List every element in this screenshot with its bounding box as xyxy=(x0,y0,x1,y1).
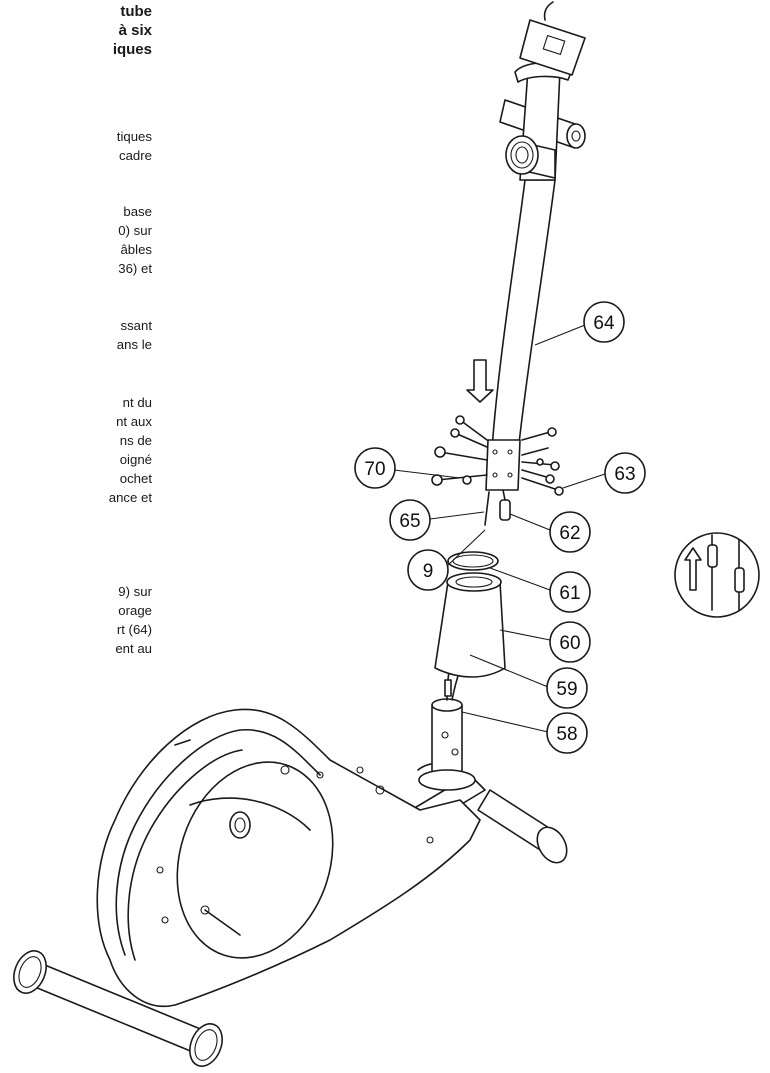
cable-connection-detail xyxy=(674,532,760,618)
cover-60 xyxy=(434,572,506,678)
text-line: orage xyxy=(118,603,152,618)
text-line: ochet xyxy=(119,471,152,486)
heading-line: tube xyxy=(120,3,152,20)
text-line: ssant xyxy=(120,318,152,333)
text-line: rt (64) xyxy=(116,622,152,637)
callout-label: 62 xyxy=(559,523,580,544)
text-line: oigné xyxy=(119,452,152,467)
text-line: ance et xyxy=(108,490,152,505)
callout-61: 61 xyxy=(489,567,591,613)
instruction-paragraph-4: nt du nt aux ns de oigné ochet ance et xyxy=(0,393,152,507)
upright-tube-64 xyxy=(485,1,586,491)
callout-65: 65 xyxy=(389,499,485,541)
down-arrow-icon xyxy=(466,359,494,403)
text-line: nt aux xyxy=(116,414,152,429)
instruction-paragraph-2: base 0) sur âbles 36) et xyxy=(0,202,152,278)
instruction-paragraph-3: ssant ans le xyxy=(0,316,152,354)
callout-63: 63 xyxy=(562,452,646,494)
flywheel-shroud xyxy=(96,708,481,1008)
callout-60: 60 xyxy=(499,621,591,663)
text-line: 0) sur xyxy=(118,223,152,238)
callout-label: 63 xyxy=(614,464,635,485)
text-line: âbles xyxy=(120,242,152,257)
bolt-65 xyxy=(484,491,490,526)
text-line: 36) et xyxy=(118,261,152,276)
callout-label: 70 xyxy=(364,459,385,480)
crank-hub xyxy=(229,811,251,839)
text-line: ent au xyxy=(115,641,152,656)
step-heading: tube à six iques xyxy=(0,2,152,59)
callout-64: 64 xyxy=(534,301,625,346)
callout-label: 60 xyxy=(559,633,580,654)
text-line: 9) sur xyxy=(118,584,152,599)
text-line: ns de xyxy=(119,433,152,448)
callout-label: 61 xyxy=(559,583,580,604)
callout-label: 65 xyxy=(399,511,420,532)
callout-label: 59 xyxy=(556,679,577,700)
bolts-and-washers xyxy=(431,415,564,496)
text-line: base xyxy=(123,204,152,219)
rear-end-cap-left xyxy=(13,950,47,994)
ring-61 xyxy=(447,551,499,571)
front-end-cap xyxy=(536,826,568,864)
callout-70: 70 xyxy=(354,447,461,489)
instruction-paragraph-1: tiques cadre xyxy=(0,127,152,165)
callout-label: 58 xyxy=(556,724,577,745)
callout-62: 62 xyxy=(509,511,591,553)
rear-end-cap-right xyxy=(189,1023,223,1067)
connector-62 xyxy=(499,499,511,521)
callout-59: 59 xyxy=(469,654,588,709)
text-line: nt du xyxy=(122,395,152,410)
instruction-paragraph-5: 9) sur orage rt (64) ent au xyxy=(0,582,152,658)
text-line: ans le xyxy=(116,337,152,352)
text-line: tiques xyxy=(116,129,152,144)
callout-9: 9 xyxy=(407,529,486,591)
flywheel-disc xyxy=(176,761,334,959)
callout-label: 64 xyxy=(593,313,615,334)
text-line: cadre xyxy=(119,148,152,163)
callout-label: 9 xyxy=(423,561,434,582)
machine-base xyxy=(13,708,568,1067)
lower-post-58 xyxy=(418,698,476,791)
callout-58: 58 xyxy=(461,711,588,754)
heading-line: iques xyxy=(112,41,152,58)
heading-line: à six xyxy=(118,22,152,39)
